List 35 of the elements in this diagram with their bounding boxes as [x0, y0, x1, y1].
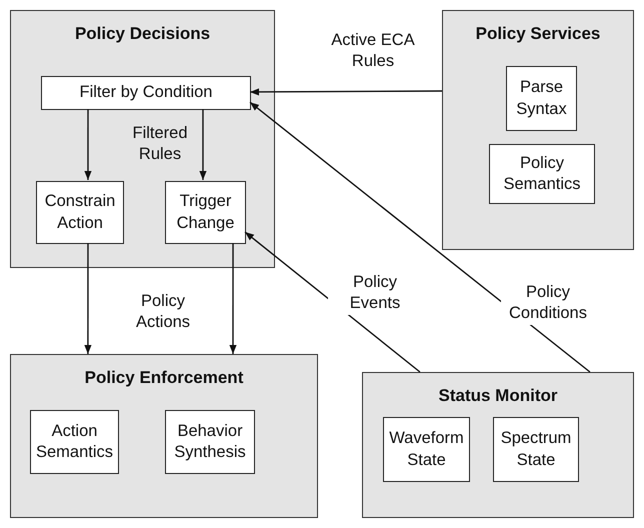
- group-panel: [442, 10, 634, 250]
- group-panel: [10, 354, 318, 518]
- arrow: [84, 243, 92, 354]
- arrow: [229, 243, 237, 354]
- process-box: [489, 144, 595, 204]
- box-label: Filter by Condition: [78, 82, 214, 104]
- box-label: Policy Semantics: [502, 152, 582, 195]
- process-box: [36, 181, 124, 244]
- arrow: [250, 88, 442, 96]
- process-box: [165, 410, 255, 474]
- box-label: Constrain Action: [44, 191, 116, 234]
- box-label: Waveform State: [388, 428, 465, 470]
- arrow: [250, 102, 590, 373]
- process-box: [493, 417, 579, 482]
- box-label: Parse Syntax: [515, 77, 568, 120]
- group-panel: [362, 372, 634, 518]
- arrow: [244, 231, 420, 373]
- panel-heading: Policy Enforcement: [84, 368, 244, 388]
- process-box: [30, 410, 119, 474]
- arrow: [199, 109, 207, 180]
- arrow: [84, 109, 92, 180]
- box-label: Action Semantics: [34, 420, 114, 463]
- flow-label: Filtered Rules: [131, 123, 189, 166]
- process-box: [41, 76, 251, 110]
- group-panel: [10, 10, 275, 268]
- process-box: [506, 66, 577, 131]
- box-label: Behavior Synthesis: [173, 420, 247, 463]
- box-label: Trigger Change: [176, 191, 236, 234]
- panel-heading: Status Monitor: [438, 386, 558, 406]
- process-box: [383, 417, 470, 482]
- box-label: Spectrum State: [500, 428, 572, 470]
- panel-heading: Policy Decisions: [74, 24, 210, 44]
- flow-label: Policy Actions: [134, 291, 192, 334]
- process-box: [165, 181, 246, 244]
- panel-heading: Policy Services: [476, 24, 600, 44]
